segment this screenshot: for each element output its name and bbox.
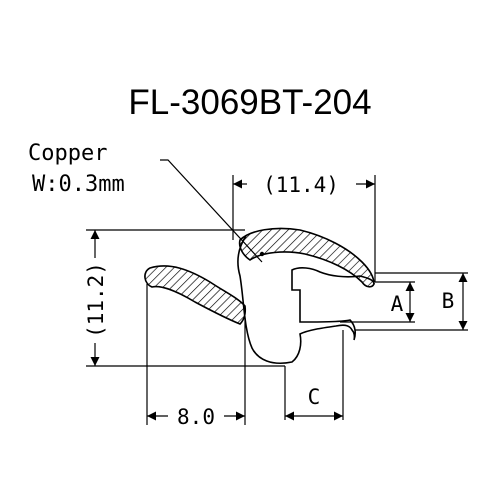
material-label: Copper [28,141,107,166]
bottom-width-dimension: 8.0 [177,405,215,429]
main-body-outline [237,235,375,364]
a-dimension: A [391,292,404,316]
top-lip [238,227,375,288]
left-fin [144,265,247,325]
copper-insert-dot [259,251,265,257]
c-dimension: C [308,385,321,409]
part-number-title: FL-3069BT-204 [128,83,371,122]
b-dimension: B [442,289,455,313]
height-dimension: (11.2) [84,262,108,338]
top-width-dimension: (11.4) [263,173,339,197]
width-label: W:0.3mm [32,172,125,197]
material-leader-line [160,159,263,263]
